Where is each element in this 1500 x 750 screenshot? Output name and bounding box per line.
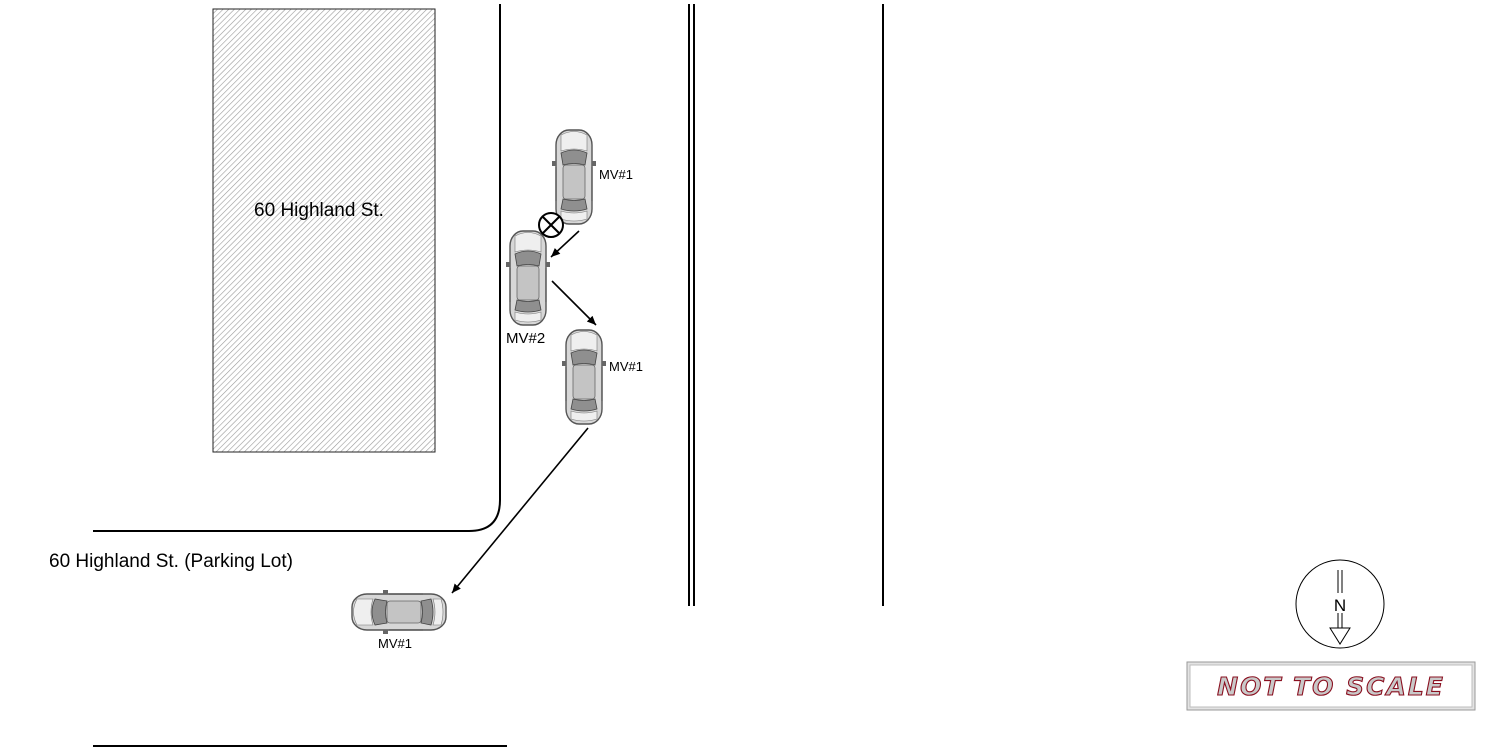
building-label: 60 Highland St. <box>254 200 384 221</box>
vehicle-mv1-after-impact <box>561 329 607 425</box>
path-arrow-3 <box>451 427 589 594</box>
vehicle-mv2 <box>505 230 551 326</box>
building-60-highland <box>212 8 436 453</box>
vehicle-mv1-initial <box>551 129 597 225</box>
vehicle-label-mv1-after-impact: MV#1 <box>609 359 643 374</box>
parking-lot-label: 60 Highland St. (Parking Lot) <box>49 551 293 572</box>
vehicle-mv1-final <box>351 589 447 635</box>
compass-label: N <box>1334 596 1346 615</box>
west-curb-line <box>93 4 501 532</box>
vehicle-label-mv1-initial: MV#1 <box>599 167 633 182</box>
scale-note-text: NOT TO SCALE <box>1217 672 1445 701</box>
impact-point-icon <box>538 212 564 238</box>
path-arrow-1 <box>550 230 580 258</box>
north-compass <box>1295 559 1385 649</box>
vehicle-label-mv1-final: MV#1 <box>378 636 412 651</box>
scale-note-badge <box>1186 661 1476 711</box>
path-arrow-2 <box>551 280 597 326</box>
vehicle-label-mv2: MV#2 <box>506 330 545 347</box>
